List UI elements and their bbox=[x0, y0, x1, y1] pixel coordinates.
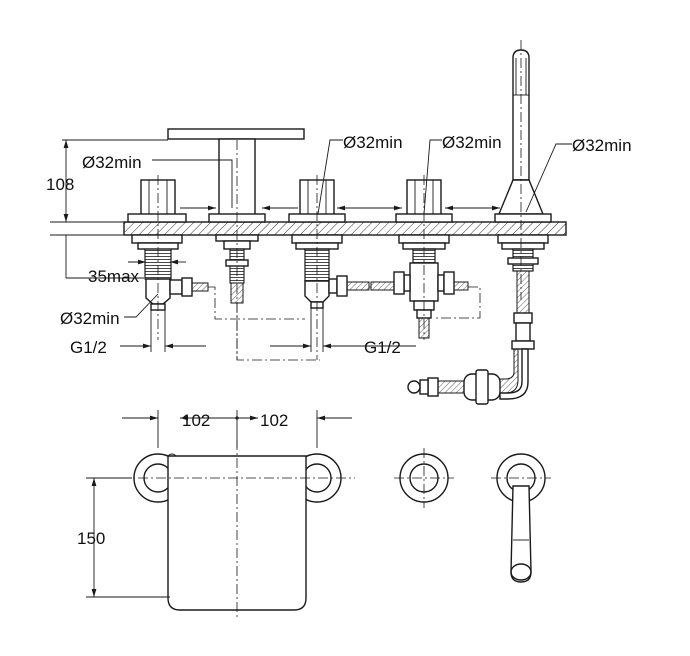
label-g12-left: G1/2 bbox=[70, 338, 107, 357]
label-35max: 35max bbox=[88, 267, 140, 286]
diverter-valve bbox=[370, 179, 469, 339]
label-g12-mid: G1/2 bbox=[364, 338, 401, 357]
hand-shower bbox=[407, 49, 552, 405]
label-dia-left: Ø32min bbox=[82, 153, 142, 172]
dimension-g12: G1/2 G1/2 bbox=[70, 308, 416, 357]
plan-view: 102 102 150 bbox=[77, 410, 551, 620]
label-dia-under: Ø32min bbox=[60, 309, 120, 328]
dimension-35max: 35max bbox=[65, 235, 186, 286]
middle-valve bbox=[288, 179, 370, 309]
deck-plate bbox=[50, 221, 567, 236]
label-dia-diverter: Ø32min bbox=[442, 133, 502, 152]
label-dia-shower: Ø32min bbox=[572, 136, 632, 155]
label-108: 108 bbox=[46, 175, 74, 194]
label-dia-middle: Ø32min bbox=[343, 133, 403, 152]
label-102-left: 102 bbox=[182, 411, 210, 430]
pipe-routing bbox=[157, 40, 522, 361]
label-150: 150 bbox=[77, 529, 105, 548]
left-valve bbox=[127, 179, 209, 311]
dimension-108: 108 bbox=[46, 139, 168, 222]
spout bbox=[167, 128, 305, 304]
label-102-right: 102 bbox=[260, 411, 288, 430]
diameter-callouts: Ø32min Ø32min Ø32min Ø32min Ø32min bbox=[60, 133, 632, 328]
